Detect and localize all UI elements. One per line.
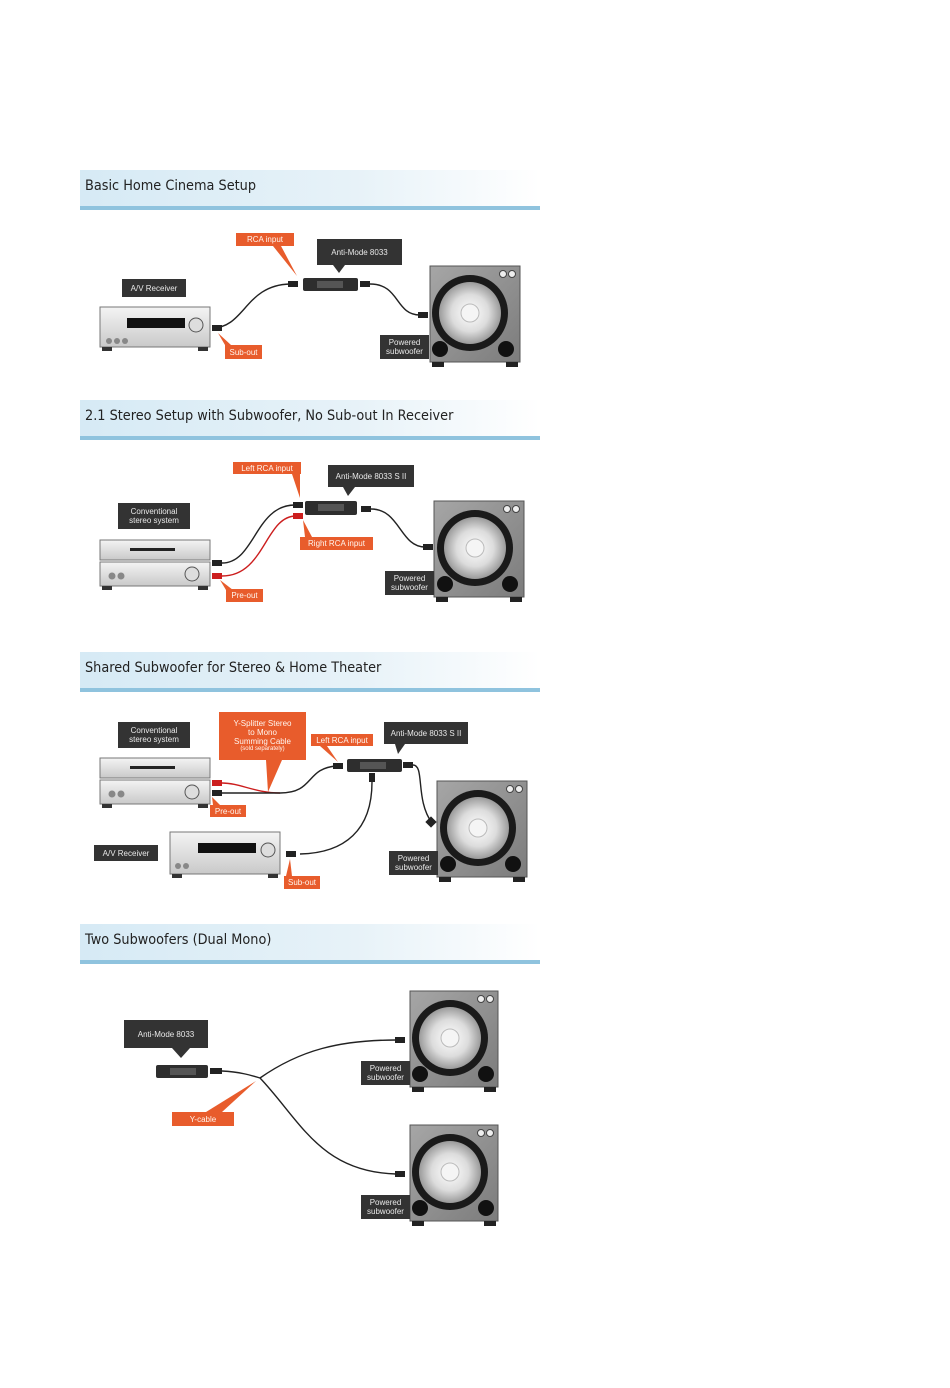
rca-plug	[425, 816, 437, 828]
subwoofer	[436, 780, 528, 882]
rca-plug	[369, 773, 375, 782]
rca-plug	[293, 502, 303, 508]
label-summing-cable-note: (sold separately)	[240, 746, 285, 752]
section-title: Two Subwoofers (Dual Mono)	[85, 932, 272, 948]
cable	[221, 1070, 261, 1079]
header-rule	[80, 688, 540, 692]
subwoofer	[409, 990, 499, 1092]
cable	[279, 765, 338, 794]
rca-plug	[212, 560, 222, 566]
label-receiver: A/V Receiver	[122, 279, 186, 297]
cable	[370, 508, 426, 548]
header-rule	[80, 436, 540, 440]
anti-mode-device	[156, 1065, 208, 1078]
rca-plug	[210, 1068, 222, 1074]
label-subwoofer: Powered subwoofer	[385, 571, 434, 595]
label-sub-out: Sub-out	[225, 345, 262, 359]
cable	[412, 764, 433, 824]
label-summing-cable-text: Y-Splitter Stereo to Mono Summing Cable	[233, 719, 292, 746]
callout-pointers	[172, 246, 405, 1112]
label-receiver: A/V Receiver	[94, 845, 158, 861]
label-subwoofer: Powered subwoofer	[380, 335, 429, 359]
label-summing-cable: Y-Splitter Stereo to Mono Summing Cable …	[219, 712, 306, 760]
subwoofer	[433, 500, 525, 602]
rca-plug	[212, 573, 222, 579]
header-band	[80, 652, 540, 688]
label-stereo-system: Conventional stereo system	[118, 722, 190, 748]
header-band	[80, 170, 540, 206]
header-rule	[80, 960, 540, 964]
cable	[221, 504, 296, 564]
subwoofer	[429, 265, 521, 367]
cable	[369, 283, 421, 316]
anti-mode-device	[347, 759, 402, 772]
label-pre-out: Pre-out	[226, 589, 263, 602]
section-title: Basic Home Cinema Setup	[85, 178, 257, 194]
subwoofer	[409, 1124, 499, 1226]
label-device: Anti-Mode 8033	[317, 239, 402, 265]
header-band	[80, 400, 540, 436]
rca-plug	[395, 1171, 405, 1177]
label-sub-out: Sub-out	[284, 876, 320, 889]
label-subwoofer-1: Powered subwoofer	[361, 1061, 410, 1085]
section-header-basic: Basic Home Cinema Setup	[80, 170, 540, 210]
rca-plug	[212, 790, 222, 796]
cable	[259, 1077, 397, 1175]
receiver	[99, 306, 211, 351]
label-stereo-system: Conventional stereo system	[118, 503, 190, 529]
label-y-cable: Y-cable	[172, 1112, 234, 1126]
rca-plug	[212, 325, 222, 331]
header-band	[80, 924, 540, 960]
label-pre-out: Pre-out	[210, 805, 246, 817]
rca-plug	[418, 312, 428, 318]
anti-mode-device	[303, 278, 358, 291]
section-title: Shared Subwoofer for Stereo & Home Theat…	[85, 660, 382, 676]
label-right-rca-input: Right RCA input	[300, 537, 373, 550]
anti-mode-device	[305, 501, 357, 515]
rca-plug	[395, 1037, 405, 1043]
label-device: Anti-Mode 8033	[124, 1020, 208, 1048]
rca-plug	[293, 513, 303, 519]
rca-plug	[286, 851, 296, 857]
section-title: 2.1 Stereo Setup with Subwoofer, No Sub-…	[85, 408, 454, 424]
stereo-system	[99, 539, 211, 590]
av-receiver	[169, 831, 281, 878]
label-device: Anti-Mode 8033 S II	[328, 465, 414, 487]
cable	[211, 283, 291, 329]
rca-plug	[403, 762, 413, 768]
rca-plug	[333, 763, 343, 769]
stereo-system	[99, 757, 211, 808]
label-left-rca-input: Left RCA input	[311, 734, 373, 746]
label-left-rca-input: Left RCA input	[233, 462, 301, 474]
cable	[259, 1039, 397, 1079]
section-header-shared: Shared Subwoofer for Stereo & Home Theat…	[80, 652, 540, 692]
section-header-dual: Two Subwoofers (Dual Mono)	[80, 924, 540, 964]
rca-plug	[361, 506, 371, 512]
header-rule	[80, 206, 540, 210]
rca-plug	[360, 281, 370, 287]
rca-plug	[423, 544, 433, 550]
label-subwoofer-2: Powered subwoofer	[361, 1195, 410, 1219]
rca-plug	[288, 281, 298, 287]
section-header-stereo: 2.1 Stereo Setup with Subwoofer, No Sub-…	[80, 400, 540, 440]
cable	[299, 781, 373, 855]
cable	[221, 782, 281, 794]
label-rca-input: RCA input	[236, 233, 294, 246]
label-subwoofer: Powered subwoofer	[389, 851, 438, 875]
label-device: Anti-Mode 8033 S II	[384, 722, 468, 744]
rca-plug	[212, 780, 222, 786]
cable	[221, 515, 297, 577]
